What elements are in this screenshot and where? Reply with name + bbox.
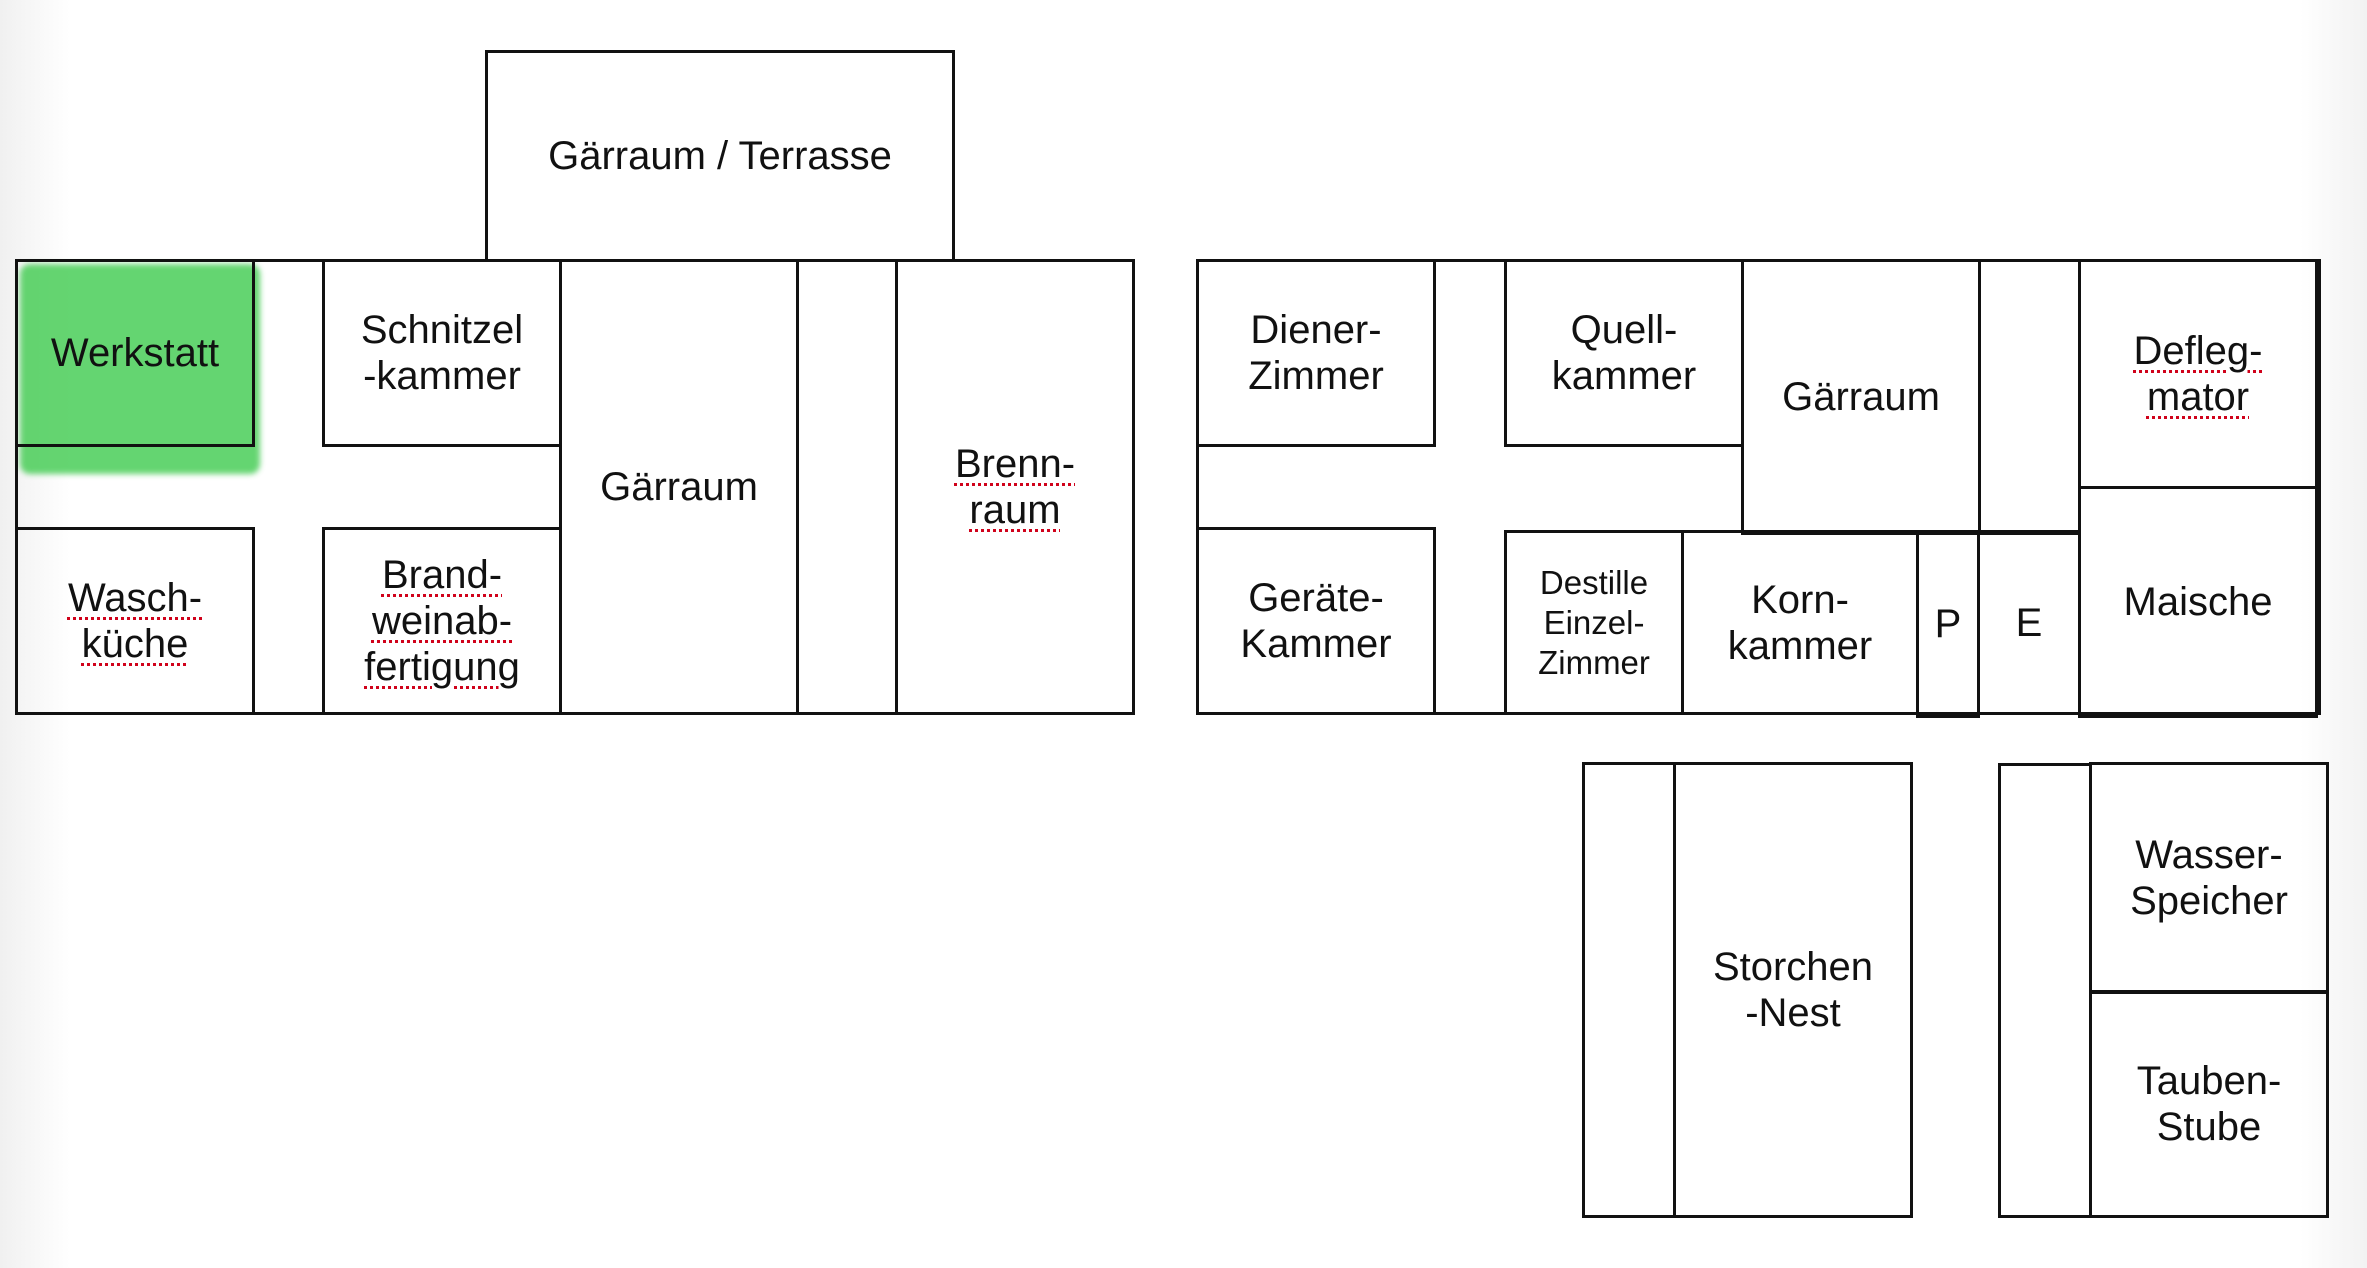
room-werkstatt[interactable]: Werkstatt [15, 259, 255, 447]
room-label: Storchen -Nest [1712, 945, 1874, 1035]
room-label: Schnitzel -kammer [360, 308, 524, 398]
room-label: P [1934, 602, 1962, 646]
room-label: Gärraum / Terrasse [548, 134, 892, 178]
room-brennraum[interactable]: Brenn- raum [895, 259, 1135, 715]
room-label: Werkstatt [50, 331, 220, 375]
room-dienerzimmer[interactable]: Diener- Zimmer [1196, 259, 1436, 447]
room-label: Geräte- Kammer [1240, 576, 1392, 666]
room-label: Diener- Zimmer [1248, 308, 1384, 398]
corridor-left [796, 259, 898, 715]
room-label: Brenn- raum [954, 442, 1076, 532]
room-label: Korn- kammer [1727, 577, 1873, 668]
room-brandweinabfertigung[interactable]: Brand- weinab- fertigung [322, 527, 562, 715]
room-label: Defleg- mator [2133, 329, 2263, 419]
room-e[interactable]: E [1977, 530, 2081, 715]
room-quellkammer[interactable]: Quell- kammer [1504, 259, 1744, 447]
room-storchennest[interactable]: Storchen -Nest [1673, 762, 1913, 1218]
room-wasserspeicher[interactable]: Wasser- Speicher [2089, 762, 2329, 994]
room-destille-einzelzimmer[interactable]: Destille Einzel- Zimmer [1504, 530, 1684, 715]
room-geraetekammer[interactable]: Geräte- Kammer [1196, 527, 1436, 715]
room-dephlegmator[interactable]: Defleg- mator [2078, 259, 2318, 489]
wasserturm-annex [1998, 763, 2092, 1218]
storchennest-annex [1582, 762, 1676, 1218]
room-schnitzelkammer[interactable]: Schnitzel -kammer [322, 259, 562, 447]
room-gaerraum-right[interactable]: Gärraum [1741, 259, 1981, 535]
room-label: Gärraum [1782, 375, 1940, 419]
room-label: Wasch- küche [67, 576, 203, 666]
room-taubenstube[interactable]: Tauben- Stube [2089, 990, 2329, 1218]
room-label: Brand- weinab- fertigung [364, 553, 520, 689]
room-maische[interactable]: Maische [2078, 486, 2318, 718]
room-label: Gärraum [600, 465, 758, 509]
room-label: Tauben- Stube [2136, 1059, 2282, 1149]
room-kornkammer[interactable]: Korn- kammer [1681, 530, 1919, 715]
room-label: Quell- kammer [1551, 308, 1697, 398]
room-label: Wasser- Speicher [2130, 833, 2288, 923]
room-p[interactable]: P [1916, 530, 1980, 718]
room-label: E [2015, 600, 2043, 645]
werkstatt-highlight [20, 264, 260, 474]
room-gaerraum-terrasse[interactable]: Gärraum / Terrasse [485, 50, 955, 262]
room-label: Maische [2123, 580, 2273, 624]
corridor-right [1978, 259, 2081, 535]
room-label: Destille Einzel- Zimmer [1538, 563, 1650, 681]
room-gaerraum-left[interactable]: Gärraum [559, 259, 799, 715]
room-waschkueche[interactable]: Wasch- küche [15, 527, 255, 715]
